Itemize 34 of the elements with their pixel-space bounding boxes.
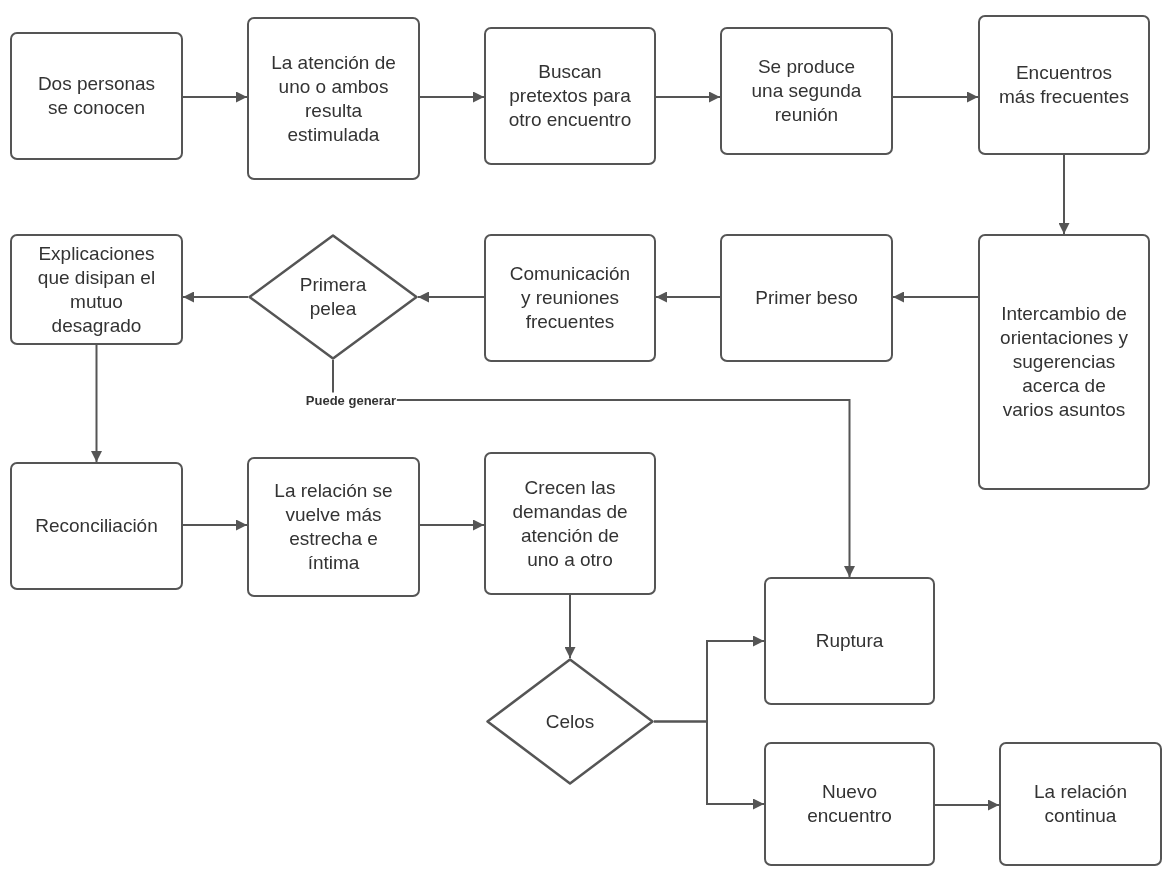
process-box: Intercambio de orientaciones y sugerencias acerca de varios asuntos	[978, 234, 1150, 490]
arrow	[892, 291, 979, 303]
arrow	[182, 91, 248, 103]
arrow	[332, 359, 855, 578]
edge-label: Puede generar	[304, 392, 398, 408]
arrow	[655, 291, 721, 303]
process-box: Dos personas se conocen	[10, 32, 183, 160]
process-box: Nuevo encuentro	[764, 742, 935, 866]
arrow	[91, 344, 102, 463]
decision-label: Celos	[545, 709, 595, 734]
arrow	[419, 519, 485, 531]
arrow	[653, 720, 765, 810]
arrow	[419, 91, 485, 103]
process-box: Reconciliación	[10, 462, 183, 590]
process-box: Crecen las demandas de atención de uno a otro	[484, 452, 656, 595]
process-box: Primer beso	[720, 234, 893, 362]
arrow	[417, 291, 485, 303]
arrow	[1058, 154, 1070, 235]
arrow	[182, 291, 249, 303]
process-box: Se produce una segunda reunión	[720, 27, 893, 155]
arrow	[182, 519, 248, 531]
decision-label: Primera pelea	[298, 273, 368, 321]
process-box: Ruptura	[764, 577, 935, 705]
arrow	[934, 799, 1000, 811]
process-box: Explicaciones que disipan el mutuo desagrado	[10, 234, 183, 345]
process-box: La relación continua	[999, 742, 1162, 866]
arrow	[655, 91, 721, 103]
arrow	[892, 91, 979, 103]
process-box: Comunicación y reuniones frecuentes	[484, 234, 656, 362]
process-box: La relación se vuelve más estrecha e íntima	[247, 457, 420, 597]
process-box: La atención de uno o ambos resulta estimulada	[247, 17, 420, 180]
process-box: Buscan pretextos para otro encuentro	[484, 27, 656, 165]
arrow	[564, 594, 576, 659]
process-box: Encuentros más frecuentes	[978, 15, 1150, 155]
